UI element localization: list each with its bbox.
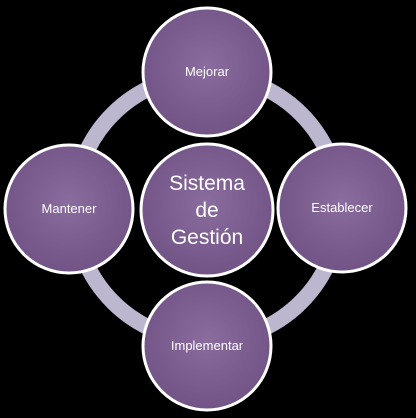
center-label-line-3: Gestión bbox=[170, 225, 244, 249]
node-top-circle bbox=[141, 6, 273, 138]
node-bottom-circle bbox=[141, 280, 273, 412]
node-right-label: Establecer bbox=[311, 199, 373, 215]
node-left-circle bbox=[3, 143, 135, 275]
center-node-label: Sistema de Gestión bbox=[147, 165, 267, 255]
node-top-label: Mejorar bbox=[184, 63, 230, 79]
center-label-line-2: de bbox=[195, 198, 219, 222]
node-bottom-label: Implementar bbox=[170, 337, 244, 353]
center-node-circle bbox=[139, 142, 275, 278]
node-left-label: Mantener bbox=[41, 200, 97, 216]
center-label-line-1: Sistema bbox=[169, 171, 245, 195]
node-right-circle bbox=[276, 142, 408, 274]
